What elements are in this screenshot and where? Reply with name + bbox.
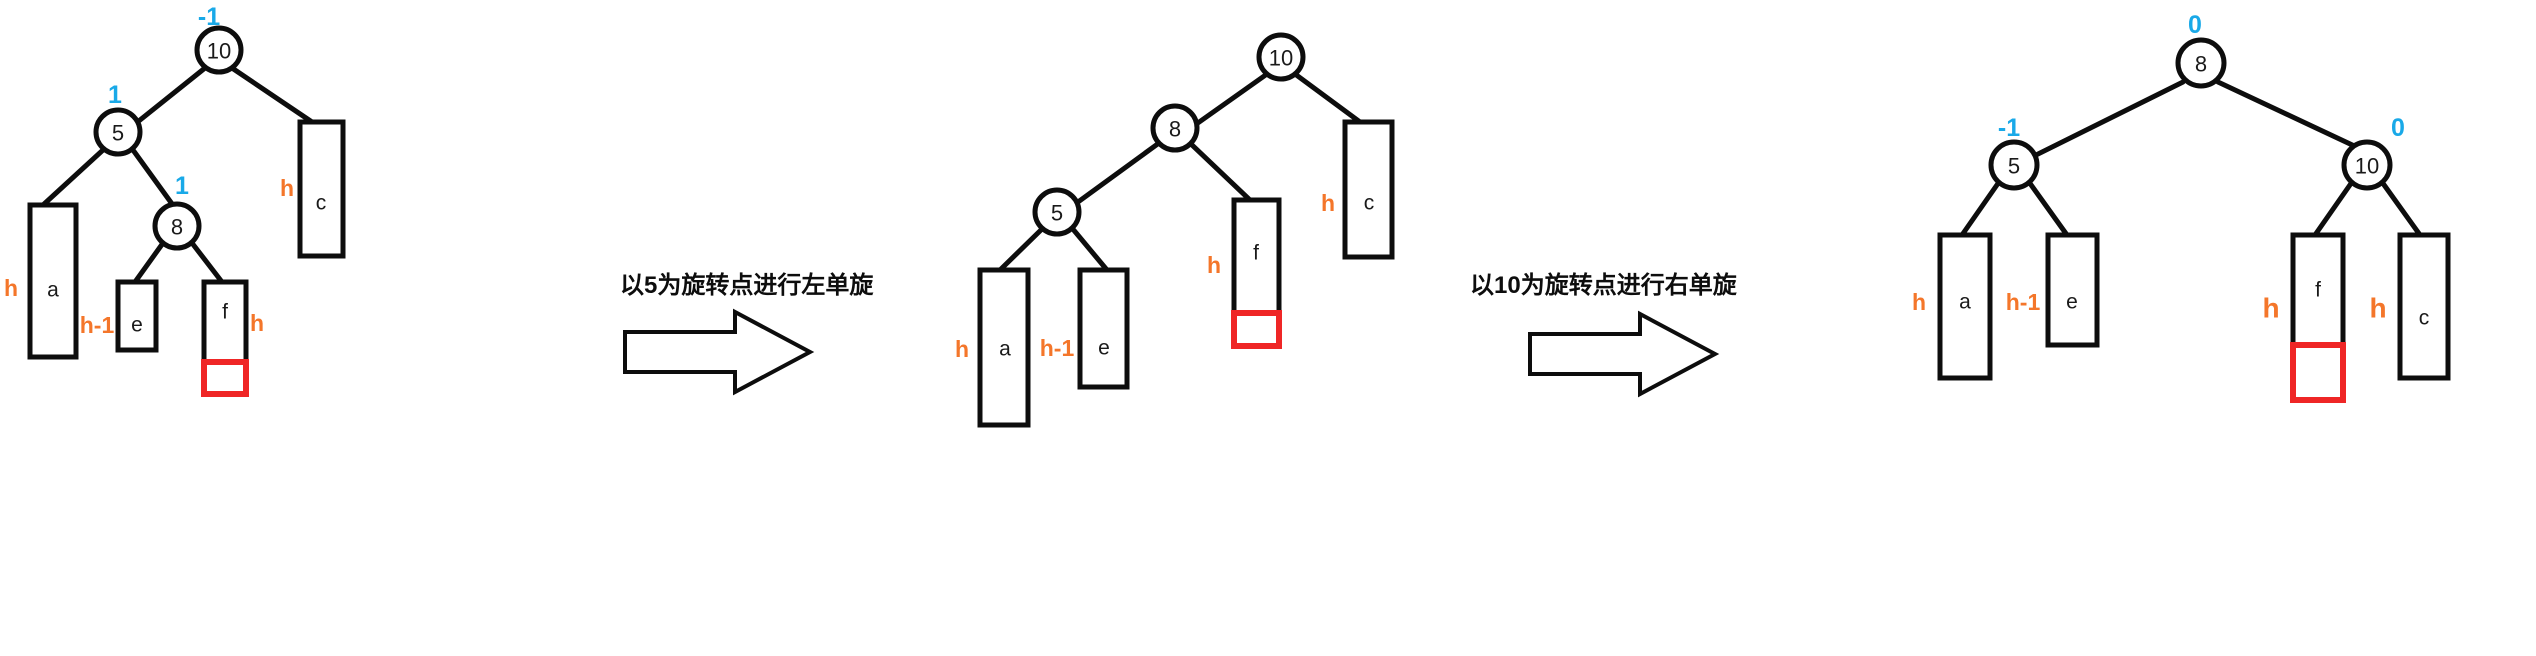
right-arrow-icon <box>623 308 815 396</box>
edge-5-to-a <box>40 147 106 208</box>
subtree-box-e <box>115 279 159 353</box>
arrow-1-group: 以5为旋转点进行左单旋 <box>620 265 910 396</box>
edge-5-to-a <box>1959 179 2002 238</box>
edge-5-to-8 <box>130 147 178 211</box>
height-label-e: h-1 <box>80 312 115 338</box>
edge-root-to-left <box>2027 79 2186 161</box>
height-label-c: h <box>1321 190 1335 216</box>
edge-root-to-right <box>229 65 315 125</box>
height-label-e: h-1 <box>1040 335 1075 361</box>
subtree-label-a: a <box>999 338 1011 361</box>
height-label-e: h-1 <box>2006 289 2041 315</box>
node-value-5: 5 <box>1051 201 1063 226</box>
node-circle-8 <box>152 201 202 251</box>
arrow-1-icon <box>623 308 815 396</box>
balance-factor-8: 0 <box>2188 11 2202 39</box>
subtree-label-f: f <box>222 301 228 324</box>
node-circle-5 <box>1988 139 2040 191</box>
height-label-c: h <box>2369 293 2386 324</box>
node-value-10: 10 <box>2355 154 2379 179</box>
subtree-label-a: a <box>1959 291 1971 314</box>
node-value-8: 8 <box>171 215 183 240</box>
edge-5-to-a <box>997 225 1046 273</box>
panel-after-left-rotation: 10 8 5 h h-1 h h a e f c <box>900 0 1530 656</box>
subtree-box-e <box>1077 267 1130 390</box>
subtree-label-e: e <box>2066 291 2078 314</box>
subtree-label-c: c <box>2419 307 2430 330</box>
subtree-label-f: f <box>2315 279 2321 302</box>
subtree-box-a <box>27 202 79 360</box>
arrow-2-group: 以10为旋转点进行右单旋 <box>1470 265 1770 398</box>
subtree-box-f <box>1231 197 1282 316</box>
height-label-a: h <box>1912 289 1926 315</box>
panel-before: 10 5 8 -1 1 1 h h-1 h h a e f c <box>0 0 620 656</box>
panel-after-right-graphics: 8 5 10 0 -1 0 h h-1 h h a e f c <box>1912 11 2451 403</box>
balance-factor-8: 1 <box>175 172 189 200</box>
node-circle-10 <box>2341 139 2393 191</box>
edge-10-to-c <box>2379 179 2423 238</box>
edge-5-to-e <box>2026 179 2070 238</box>
edge-root-to-right <box>1292 71 1363 125</box>
node-value-5: 5 <box>2008 154 2020 179</box>
panel-before-graphics: 10 5 8 -1 1 1 h h-1 h h a e f c <box>4 3 346 397</box>
node-circle-5 <box>93 107 143 157</box>
edge-root-to-left <box>1192 71 1270 128</box>
node-value-5: 5 <box>112 121 124 146</box>
height-label-f: h <box>2262 293 2279 324</box>
subtree-label-e: e <box>1098 337 1110 360</box>
node-value-8: 8 <box>1169 117 1181 142</box>
node-value-10: 10 <box>207 39 231 64</box>
arrow-2-icon <box>1528 310 1720 398</box>
height-label-a: h <box>955 336 969 362</box>
subtree-box-e <box>2045 232 2100 348</box>
edge-8-to-5 <box>1075 140 1162 205</box>
right-arrow-icon <box>1528 310 1720 398</box>
balance-factor-10: 0 <box>2391 114 2405 142</box>
edge-5-to-e <box>1069 225 1110 273</box>
subtree-label-c: c <box>316 192 327 215</box>
edge-8-to-f <box>189 240 225 285</box>
subtree-box-f-highlight <box>1231 310 1282 349</box>
edge-8-to-e <box>132 240 166 285</box>
subtree-label-f: f <box>1253 242 1259 265</box>
node-circle-8 <box>1150 103 1200 153</box>
height-label-f: h <box>250 310 264 336</box>
height-label-a: h <box>4 275 18 301</box>
balance-factor-5: -1 <box>1998 114 2020 142</box>
panel-after-right-rotation: 8 5 10 0 -1 0 h h-1 h h a e f c <box>1850 0 2536 656</box>
node-value-8: 8 <box>2195 52 2207 77</box>
subtree-box-a <box>977 267 1031 428</box>
subtree-box-c <box>2397 232 2451 381</box>
subtree-box-c <box>297 119 346 259</box>
node-circle-10 <box>1256 32 1306 82</box>
balance-factor-5: 1 <box>108 81 122 109</box>
arrow-1-caption: 以5为旋转点进行左单旋 <box>620 272 874 299</box>
node-value-10: 10 <box>1269 46 1293 71</box>
height-label-f: h <box>1207 252 1221 278</box>
edge-10-to-f <box>2312 179 2355 238</box>
balance-factor-10: -1 <box>198 3 220 31</box>
arrow-2-caption: 以10为旋转点进行右单旋 <box>1470 272 1737 299</box>
subtree-box-a <box>1937 232 1993 381</box>
subtree-label-a: a <box>47 279 59 302</box>
node-circle-10 <box>194 25 244 75</box>
subtree-box-f <box>2290 232 2346 348</box>
edge-8-to-f <box>1187 140 1253 203</box>
node-circle-5 <box>1032 187 1082 237</box>
height-label-c: h <box>280 175 294 201</box>
subtree-box-f-highlight <box>2290 342 2346 403</box>
panel-after-left-graphics: 10 8 5 h h-1 h h a e f c <box>955 32 1395 428</box>
subtree-label-c: c <box>1364 192 1375 215</box>
subtree-box-f-highlight <box>201 359 249 397</box>
subtree-box-c <box>1342 119 1395 260</box>
subtree-label-e: e <box>131 314 143 337</box>
node-circle-8 <box>2175 37 2227 89</box>
